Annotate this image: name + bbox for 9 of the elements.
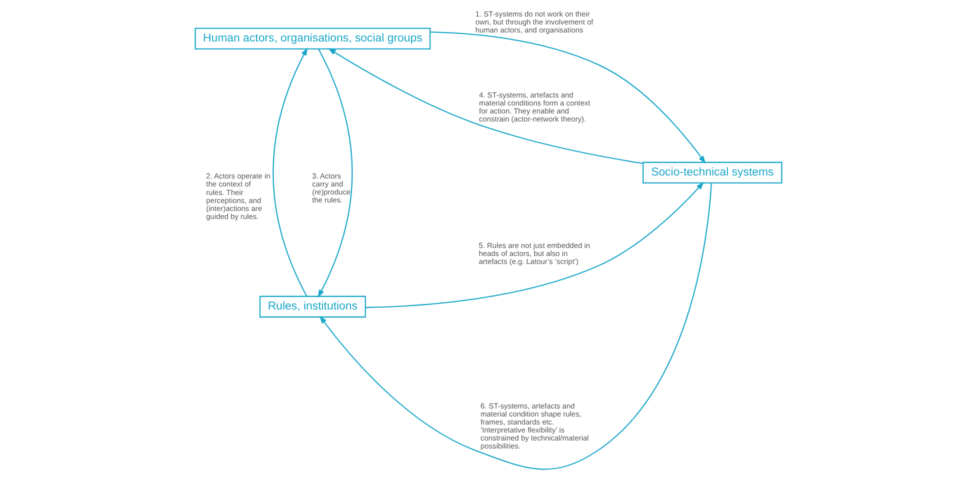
arrow bbox=[327, 48, 643, 164]
arrow bbox=[430, 32, 706, 164]
arrow bbox=[318, 183, 712, 470]
node-box: Socio-technical systems bbox=[642, 162, 782, 184]
arrow bbox=[364, 182, 704, 308]
arrow bbox=[272, 47, 308, 296]
arrow bbox=[317, 48, 352, 298]
node-box: Human actors, organisations, social groups bbox=[194, 28, 430, 50]
node-box: Rules, institutions bbox=[258, 296, 366, 318]
